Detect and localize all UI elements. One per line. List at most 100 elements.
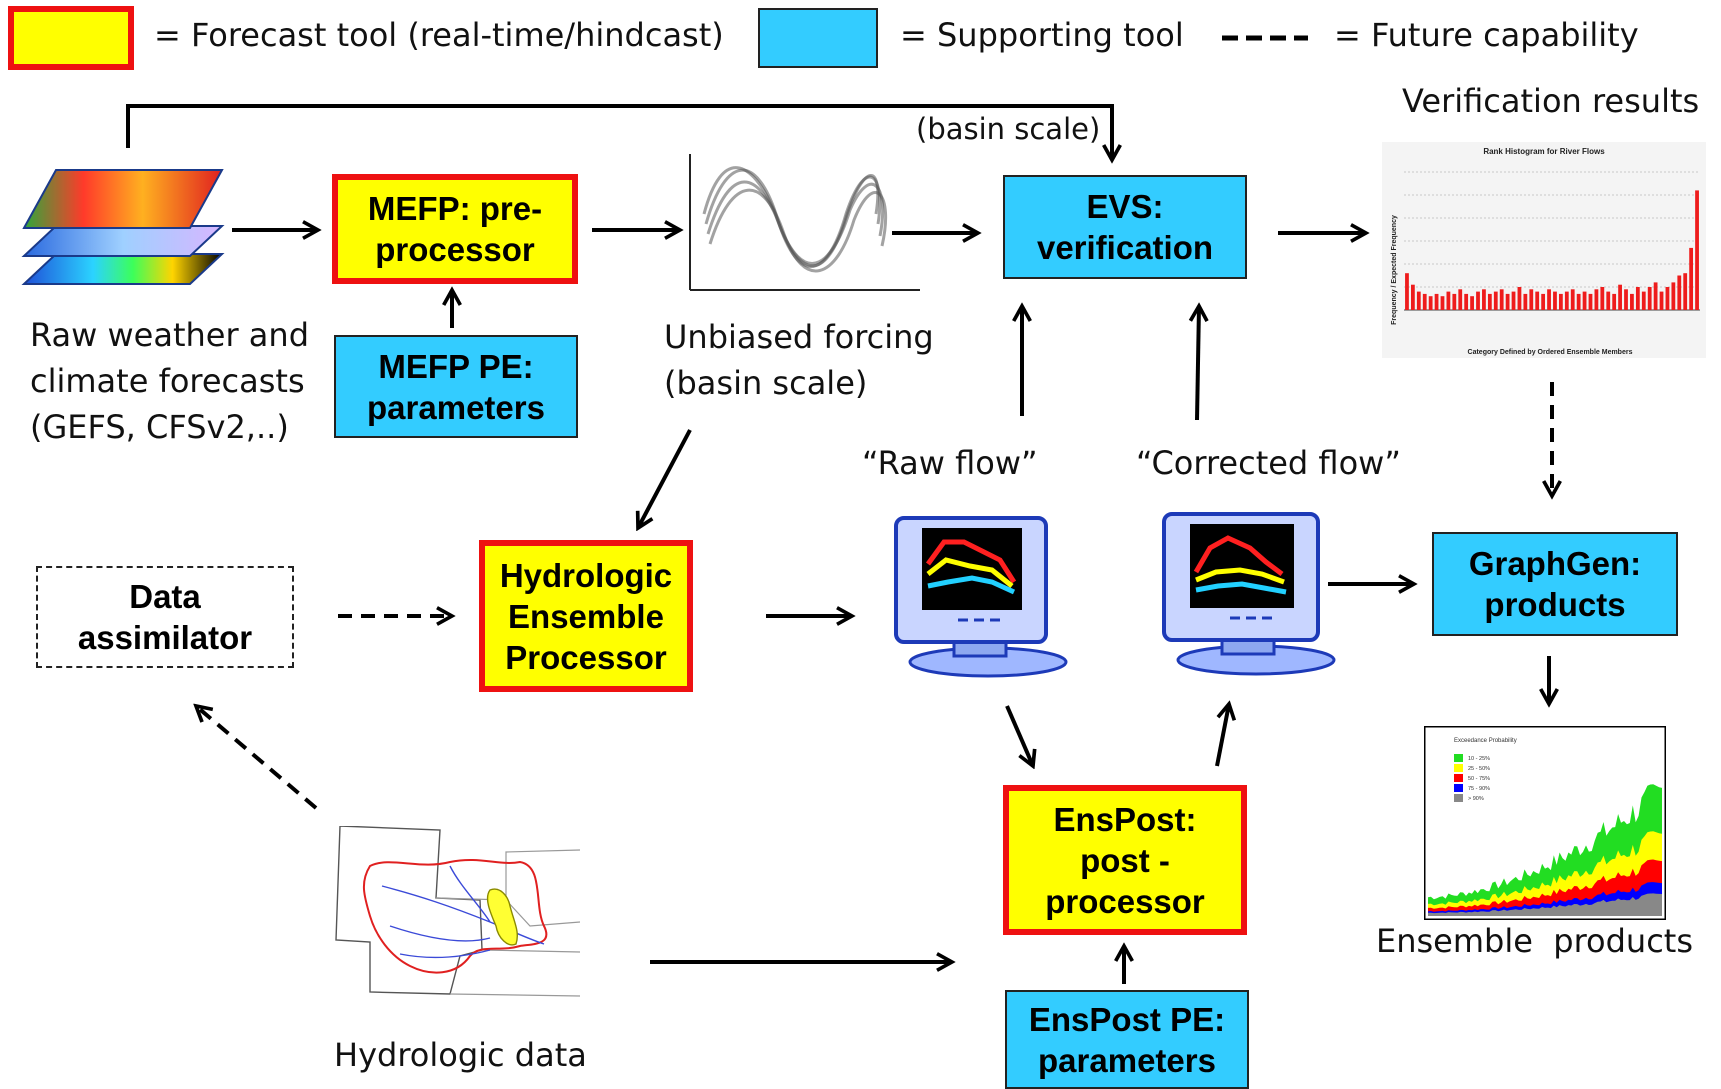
weather-layer-top — [22, 169, 224, 229]
verification-results-label: Verification results — [1402, 82, 1700, 120]
rank-histogram-bar — [1470, 296, 1474, 310]
corrected-flow-yellow-line — [1195, 567, 1285, 585]
basin-outline — [363, 859, 548, 974]
rank-histogram-bar — [1499, 289, 1504, 310]
arrow-forcing-to-hep — [638, 429, 692, 528]
raw-flow-red-line — [925, 539, 1017, 584]
rank-histogram-bar — [1630, 293, 1634, 310]
rank-histogram-title: Rank Histogram for River Flows — [1483, 147, 1605, 156]
enspost-pe-parameters-box[interactable]: EnsPost PE: parameters — [1005, 990, 1249, 1089]
hydrologic-data-label: Hydrologic data — [334, 1036, 587, 1074]
arrow-hydro-data-to-da-dashed — [196, 706, 318, 810]
data-assimilator-box[interactable]: Data assimilator — [36, 566, 294, 668]
evs-verification-box[interactable]: EVS: verification — [1003, 175, 1247, 279]
mefp-preprocessor-box[interactable]: MEFP: pre- processor — [332, 174, 578, 284]
ensemble-legend-swatch — [1454, 794, 1463, 802]
legend-supporting-text: = Supporting tool — [900, 16, 1184, 54]
corrected-flow-label: “Corrected flow” — [1136, 444, 1401, 482]
ensemble-area-band — [1428, 893, 1662, 916]
legend-supporting-swatch — [758, 8, 878, 68]
rank-histogram-bar — [1529, 289, 1534, 310]
corrected-flow-red-line — [1193, 535, 1284, 576]
ensemble-legend-label: 25 - 50% — [1468, 766, 1490, 772]
ensemble-legend-swatch — [1454, 764, 1463, 772]
raw-flow-monitor — [894, 516, 1068, 678]
raw-flow-cyan-line — [927, 575, 1016, 595]
legend-dashed-line — [1222, 35, 1308, 41]
ensemble-legend-swatch — [1454, 754, 1463, 762]
ensemble-legend-label: 50 - 75% — [1468, 776, 1490, 782]
rank-histogram-bar — [1582, 291, 1587, 310]
rank-histogram-xlabel: Category Defined by Ordered Ensemble Mem… — [1468, 349, 1633, 356]
arrow-enspost-to-corrected-flow — [1215, 704, 1229, 767]
ensemble-legend-label: 75 - 90% — [1468, 786, 1490, 792]
raw-weather-label: Raw weather and climate forecasts (GEFS,… — [30, 316, 309, 446]
ensemble-legend-swatch — [1454, 784, 1463, 792]
mefp-pe-parameters-box[interactable]: MEFP PE: parameters — [334, 335, 578, 438]
rank-histogram-bar — [1683, 273, 1688, 310]
graphgen-products-box[interactable]: GraphGen: products — [1432, 532, 1678, 636]
arrow-corrected-flow-to-evs — [1197, 306, 1199, 421]
raw-flow-yellow-line — [926, 557, 1014, 588]
rank-histogram-bar — [1428, 296, 1433, 310]
corrected-flow-cyan-line — [1195, 581, 1287, 595]
ensemble-legend-label: 10 - 25% — [1468, 756, 1490, 762]
rank-histogram-bar — [1606, 291, 1611, 310]
rank-histogram-bar — [1618, 284, 1622, 310]
rank-histogram-bar — [1541, 293, 1546, 310]
rank-histogram-bar — [1558, 293, 1563, 310]
rank-histogram-bar — [1600, 287, 1605, 310]
rank-histogram-bar — [1695, 190, 1699, 310]
rank-histogram-bar — [1487, 293, 1492, 310]
rank-histogram-bar — [1647, 287, 1652, 310]
corrected-flow-monitor — [1162, 512, 1336, 676]
raw-flow-label: “Raw flow” — [862, 444, 1038, 482]
rank-histogram-bar — [1612, 293, 1617, 310]
rank-histogram-bar — [1410, 284, 1415, 310]
rank-histogram-bar — [1517, 287, 1522, 310]
rank-histogram-bar — [1523, 293, 1528, 310]
legend-forecast-text: = Forecast tool (real-time/hindcast) — [154, 16, 724, 54]
rank-histogram-bar — [1659, 291, 1664, 310]
forcing-ensemble-image — [689, 154, 920, 291]
rank-histogram-bar — [1653, 282, 1658, 310]
enspost-postprocessor-box[interactable]: EnsPost: post - processor — [1003, 785, 1247, 935]
rank-histogram-bar — [1405, 273, 1409, 310]
ensemble-legend-title: Exceedance Probability — [1454, 738, 1517, 744]
rank-histogram-ylabel: Frequency / Expected Frequency — [1391, 215, 1398, 325]
rank-histogram-bar — [1547, 289, 1551, 310]
weather-layer-bottom — [21, 253, 225, 285]
rank-histogram-bar — [1689, 247, 1694, 310]
rank-histogram-bar — [1458, 289, 1463, 310]
rank-histogram-bar — [1635, 287, 1640, 310]
basin-highlight — [486, 888, 519, 946]
rank-histogram-bar — [1576, 293, 1581, 310]
rank-histogram-bar — [1464, 293, 1469, 310]
ensemble-legend-label: > 90% — [1468, 796, 1484, 802]
rank-histogram-bar — [1440, 296, 1445, 310]
hydrologic-ensemble-processor-box[interactable]: Hydrologic Ensemble Processor — [479, 540, 693, 692]
rank-histogram-chart: Rank Histogram for River Flows Frequency… — [1382, 142, 1706, 358]
rank-histogram-bar — [1482, 289, 1486, 310]
rank-histogram-bar — [1588, 293, 1593, 310]
ensemble-products-chart: 10 - 25% 25 - 50% 50 - 75% 75 - 90% > 90% Ex… — [1424, 726, 1666, 920]
basin-scale-label: (basin scale) — [916, 112, 1101, 146]
rank-histogram-bar — [1677, 275, 1682, 310]
rank-histogram-bar — [1446, 291, 1451, 310]
ensemble-products-label: Ensemble products — [1376, 922, 1694, 960]
arrow-top-to-evs — [126, 104, 1112, 160]
arrow-raw-flow-to-enspost — [1005, 705, 1033, 766]
rank-histogram-bar — [1570, 289, 1575, 310]
rank-histogram-bar — [1416, 291, 1421, 310]
rank-histogram-bar — [1434, 293, 1439, 310]
rank-histogram-bar — [1553, 291, 1557, 310]
rank-histogram-bar — [1665, 287, 1670, 310]
weather-layer-middle — [21, 225, 225, 257]
rank-histogram-bar — [1594, 289, 1599, 310]
rank-histogram-bar — [1452, 293, 1457, 310]
legend-future-text: = Future capability — [1334, 16, 1639, 54]
rank-histogram-bar — [1505, 293, 1510, 310]
rank-histogram-bar — [1476, 291, 1480, 310]
